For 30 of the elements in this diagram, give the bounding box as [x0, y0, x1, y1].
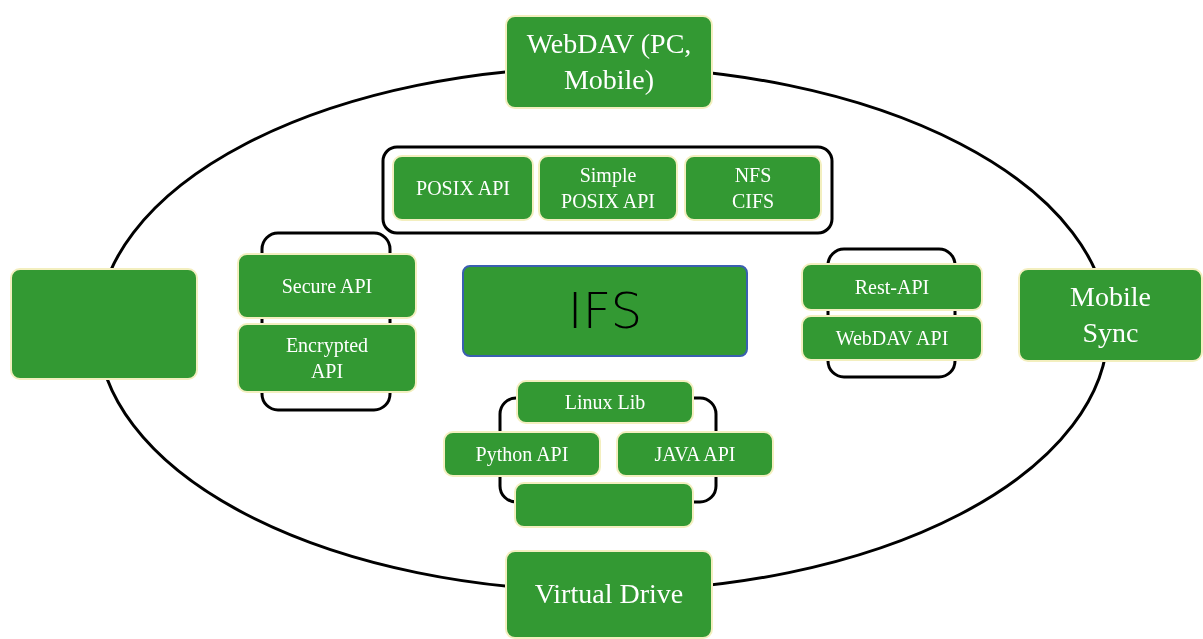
api-box — [538, 155, 678, 221]
api-box — [505, 550, 713, 639]
node-label: Rest-API — [854, 275, 930, 300]
node-label: Simple POSIX API — [560, 163, 656, 214]
api-box — [516, 380, 694, 424]
api-box — [1018, 268, 1203, 362]
node-label: Mobile Sync — [1069, 279, 1152, 350]
node-label: POSIX API — [416, 176, 510, 201]
node-label: Encrypted API — [284, 333, 370, 384]
node-label: WebDAV API — [835, 326, 949, 351]
node-label: JAVA API — [654, 442, 736, 467]
node-label: WebDAV (PC, Mobile) — [526, 26, 692, 97]
node-label: Secure API — [281, 274, 373, 299]
api-box — [392, 155, 534, 221]
api-box — [801, 315, 983, 361]
api-box — [237, 323, 417, 393]
node-label: Linux Lib — [564, 390, 646, 415]
api-box — [443, 431, 601, 477]
api-box — [462, 265, 748, 357]
empty-box — [10, 268, 198, 380]
api-box — [616, 431, 774, 477]
api-box — [684, 155, 822, 221]
empty-box — [514, 482, 694, 528]
api-box — [237, 253, 417, 319]
api-box — [505, 15, 713, 109]
api-box — [801, 263, 983, 311]
node-label: NFS CIFS — [730, 163, 776, 214]
node-label: IFS — [567, 280, 643, 342]
node-label: Python API — [475, 442, 569, 467]
node-label: Virtual Drive — [534, 577, 684, 612]
